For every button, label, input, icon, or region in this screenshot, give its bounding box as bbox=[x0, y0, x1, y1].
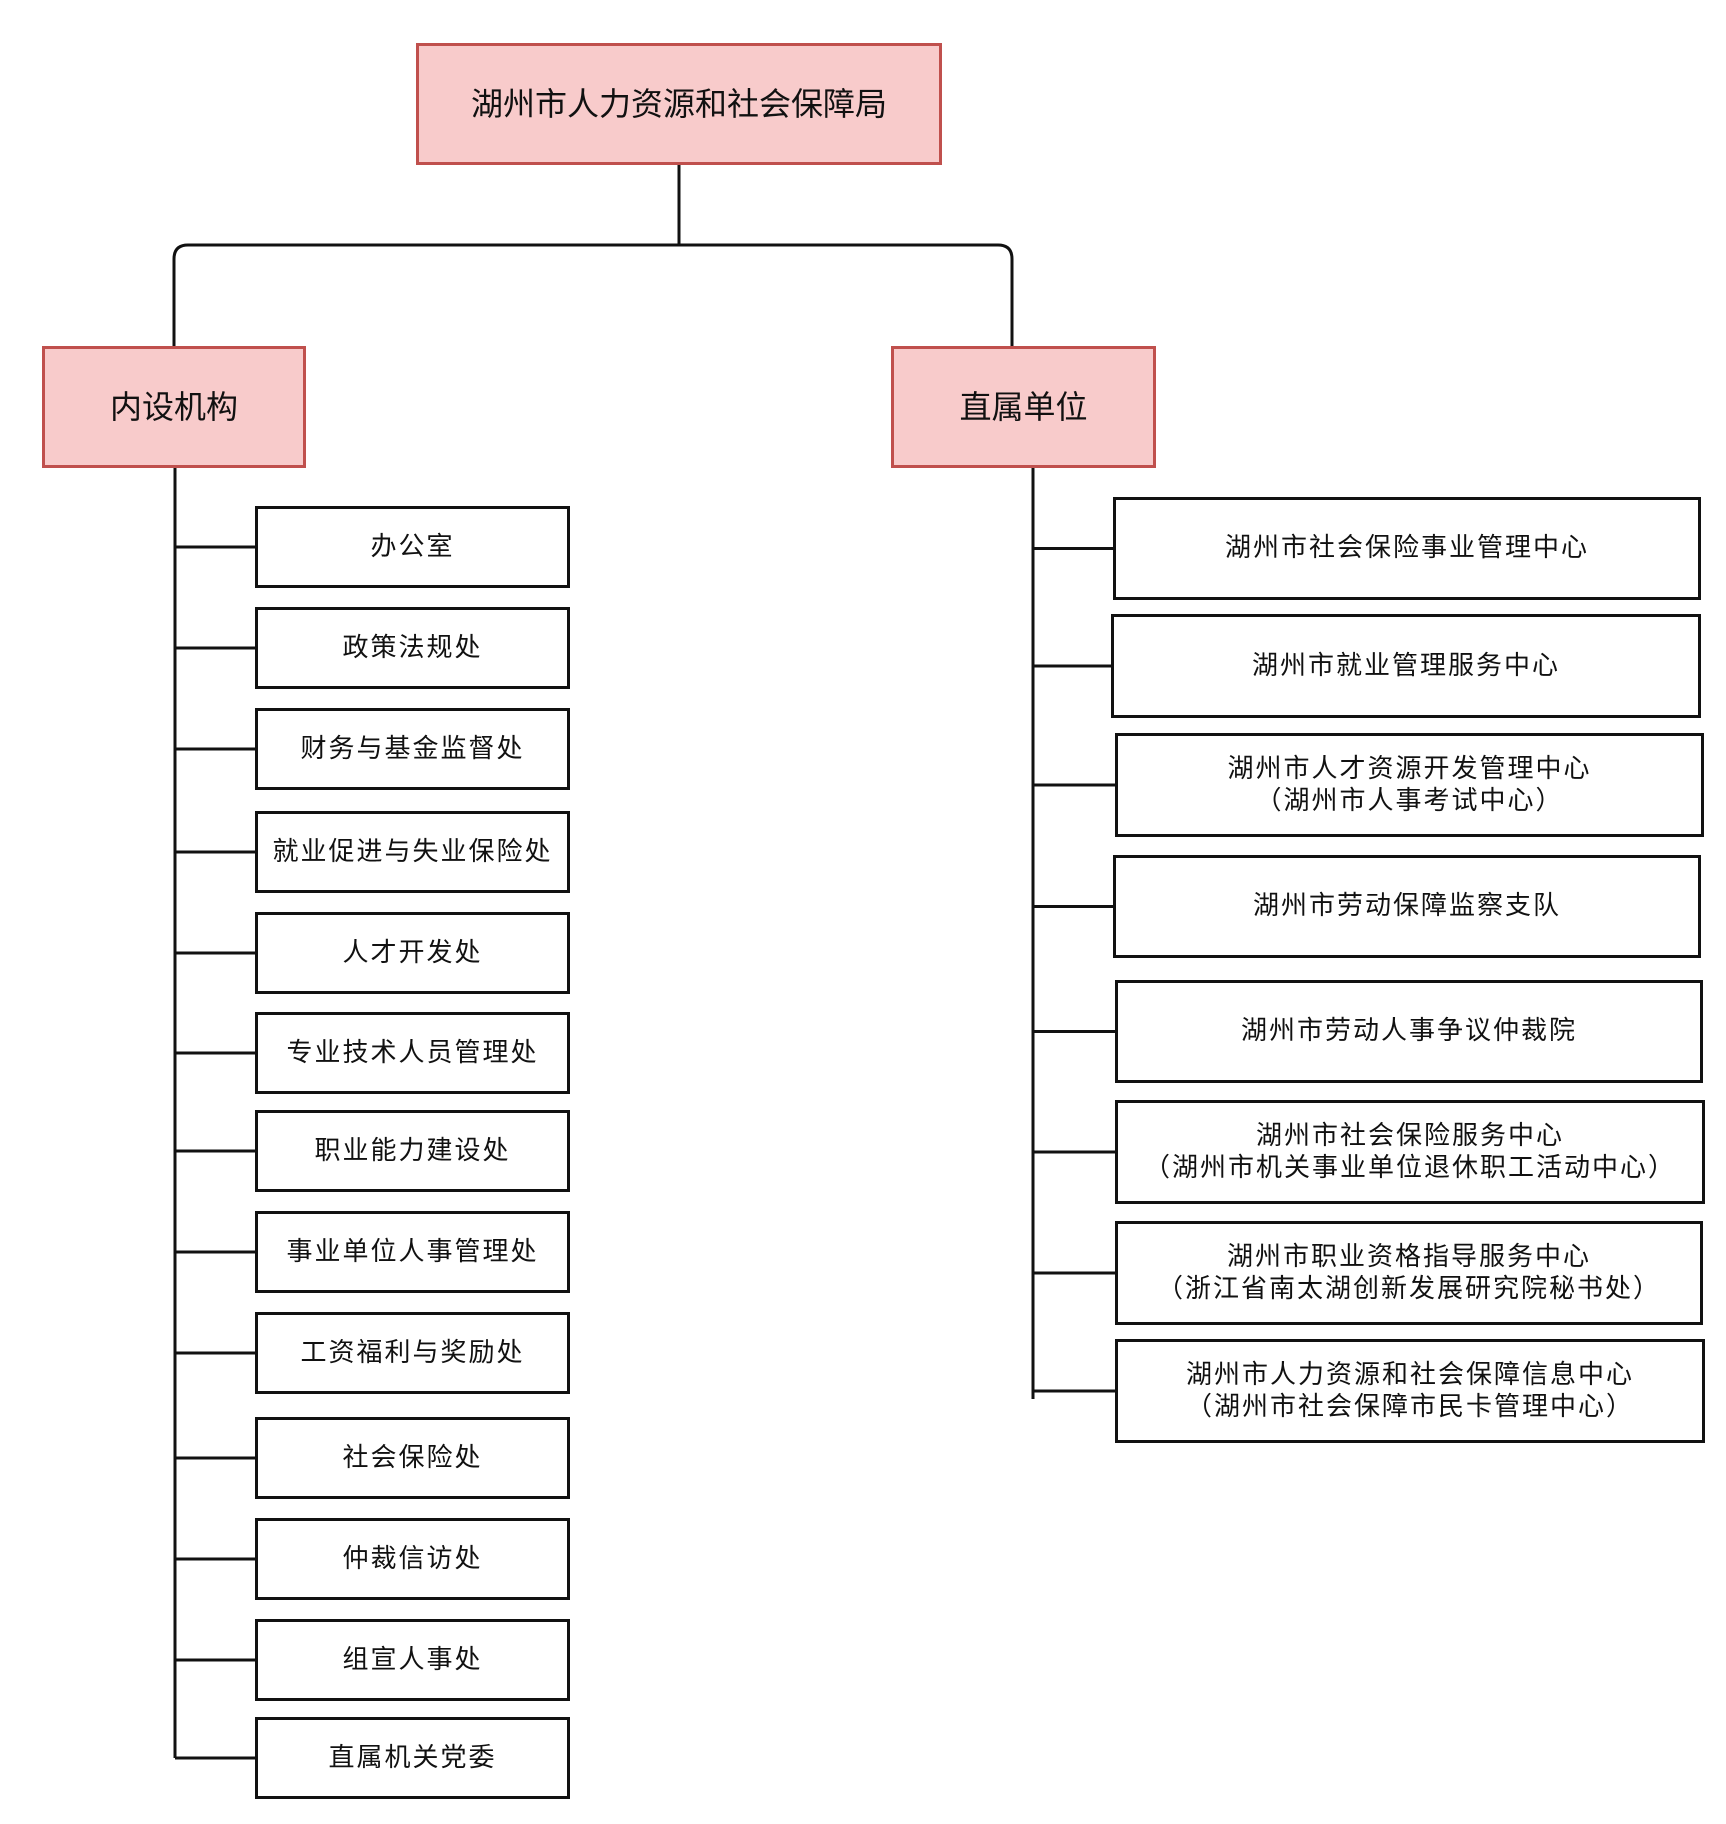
department-box: 政策法规处 bbox=[255, 607, 570, 689]
unit-box: 湖州市社会保险事业管理中心 bbox=[1113, 497, 1701, 600]
department-box: 职业能力建设处 bbox=[255, 1110, 570, 1192]
unit-alt-name: （浙江省南太湖创新发展研究院秘书处） bbox=[1156, 1274, 1661, 1304]
root-org-name: 湖州市人力资源和社会保障局 bbox=[470, 85, 887, 123]
unit-box: 湖州市劳动人事争议仲裁院 bbox=[1115, 980, 1703, 1083]
direct-units-header: 直属单位 bbox=[891, 346, 1156, 468]
direct-tree-lines bbox=[1031, 468, 1115, 1399]
unit-alt-name: （湖州市机关事业单位退休职工活动中心） bbox=[1143, 1153, 1676, 1183]
branch-connector bbox=[172, 243, 1014, 346]
department-box: 组宣人事处 bbox=[255, 1619, 570, 1701]
department-box: 财务与基金监督处 bbox=[255, 708, 570, 790]
department-box: 人才开发处 bbox=[255, 912, 570, 994]
department-box: 就业促进与失业保险处 bbox=[255, 811, 570, 893]
unit-box: 湖州市就业管理服务中心 bbox=[1111, 614, 1701, 718]
department-name: 财务与基金监督处 bbox=[300, 733, 525, 764]
root-org-box: 湖州市人力资源和社会保障局 bbox=[416, 43, 942, 165]
unit-name: 湖州市社会保险服务中心 bbox=[1255, 1120, 1564, 1151]
department-box: 直属机关党委 bbox=[255, 1717, 570, 1799]
unit-box: 湖州市劳动保障监察支队 bbox=[1113, 855, 1701, 958]
internal-departments-header: 内设机构 bbox=[42, 346, 306, 468]
internal-tree-lines bbox=[173, 468, 255, 1760]
unit-alt-name: （湖州市人事考试中心） bbox=[1255, 786, 1564, 816]
unit-name: 湖州市劳动人事争议仲裁院 bbox=[1240, 1016, 1577, 1047]
department-name: 专业技术人员管理处 bbox=[286, 1037, 539, 1068]
unit-box: 湖州市人才资源开发管理中心 （湖州市人事考试中心） bbox=[1115, 733, 1704, 837]
unit-name: 湖州市人力资源和社会保障信息中心 bbox=[1185, 1359, 1634, 1390]
direct-units-title: 直属单位 bbox=[959, 388, 1088, 426]
department-name: 人才开发处 bbox=[342, 937, 483, 968]
department-box: 办公室 bbox=[255, 506, 570, 588]
unit-name: 湖州市劳动保障监察支队 bbox=[1252, 891, 1561, 922]
unit-name: 湖州市社会保险事业管理中心 bbox=[1224, 533, 1589, 564]
department-box: 社会保险处 bbox=[255, 1417, 570, 1499]
unit-name: 湖州市就业管理服务中心 bbox=[1251, 650, 1560, 681]
department-name: 直属机关党委 bbox=[328, 1742, 497, 1773]
unit-box: 湖州市人力资源和社会保障信息中心 （湖州市社会保障市民卡管理中心） bbox=[1115, 1339, 1705, 1443]
unit-alt-name: （湖州市社会保障市民卡管理中心） bbox=[1185, 1392, 1634, 1422]
department-name: 事业单位人事管理处 bbox=[286, 1236, 539, 1267]
unit-box: 湖州市社会保险服务中心 （湖州市机关事业单位退休职工活动中心） bbox=[1115, 1100, 1705, 1204]
department-box: 工资福利与奖励处 bbox=[255, 1312, 570, 1394]
department-name: 职业能力建设处 bbox=[314, 1135, 511, 1166]
department-name: 社会保险处 bbox=[342, 1442, 483, 1473]
unit-name: 湖州市职业资格指导服务中心 bbox=[1226, 1241, 1591, 1272]
department-name: 政策法规处 bbox=[342, 632, 483, 663]
internal-departments-title: 内设机构 bbox=[109, 388, 238, 426]
department-name: 组宣人事处 bbox=[342, 1644, 483, 1675]
department-box: 仲裁信访处 bbox=[255, 1518, 570, 1600]
department-box: 专业技术人员管理处 bbox=[255, 1012, 570, 1094]
unit-box: 湖州市职业资格指导服务中心 （浙江省南太湖创新发展研究院秘书处） bbox=[1115, 1221, 1703, 1325]
department-name: 仲裁信访处 bbox=[342, 1543, 483, 1574]
department-name: 工资福利与奖励处 bbox=[300, 1337, 525, 1368]
department-box: 事业单位人事管理处 bbox=[255, 1211, 570, 1293]
department-name: 就业促进与失业保险处 bbox=[272, 836, 553, 867]
unit-name: 湖州市人才资源开发管理中心 bbox=[1227, 753, 1592, 784]
department-name: 办公室 bbox=[370, 531, 455, 562]
